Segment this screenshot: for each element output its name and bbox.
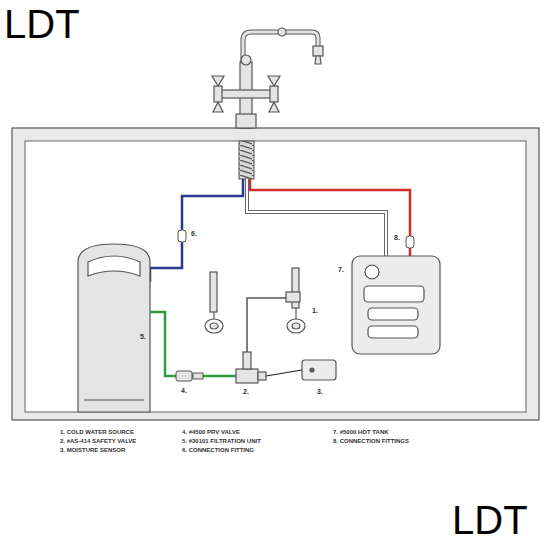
parts-list-item: 7. #5000 HOT TANK: [333, 429, 389, 435]
filtration-unit: [78, 244, 150, 412]
callout-number: 3.: [317, 388, 323, 395]
prv-valve: [176, 371, 203, 381]
callout-number: 5.: [140, 333, 146, 340]
callout-number: 8.: [394, 234, 400, 241]
faucet: [212, 28, 323, 128]
parts-list-item: 8. CONNECTION FITTINGS: [333, 438, 409, 444]
filtered-line: [150, 312, 236, 376]
cold-water-source: [205, 268, 305, 333]
supply-line: [247, 298, 290, 352]
callout-number: 1.: [312, 307, 318, 314]
watermark: LDT: [452, 500, 528, 540]
parts-list-item: 2. #AS-414 SAFETY VALVE: [60, 438, 136, 444]
hot-tank: [352, 256, 440, 354]
callout-number: 4.: [181, 387, 187, 394]
connection-fitting: [178, 230, 186, 242]
watermark: LDT: [4, 4, 80, 44]
parts-list-item: 1. COLD WATER SOURCE: [60, 429, 134, 435]
parts-list-item: 4. #4500 PRV VALVE: [182, 429, 240, 435]
parts-list-item: 6. CONNECTION FITTING: [182, 447, 254, 453]
faucet-shank: [239, 141, 254, 179]
moisture-sensor: [302, 360, 336, 380]
vent-line: [247, 179, 386, 256]
callout-number: 6.: [191, 230, 197, 237]
parts-list-item: 3. MOISTURE SENSOR: [60, 447, 125, 453]
parts-list-item: 5. #30101 FILTRATION UNIT: [182, 438, 261, 444]
safety-valve: [236, 352, 266, 383]
vent-line-core: [247, 179, 386, 256]
cold-water-line: [150, 179, 243, 282]
callout-number: 7.: [338, 266, 344, 273]
sensor-wire: [266, 370, 302, 376]
connection-fittings: [406, 236, 414, 248]
cabinet: [12, 128, 539, 420]
callout-number: 2.: [243, 388, 249, 395]
